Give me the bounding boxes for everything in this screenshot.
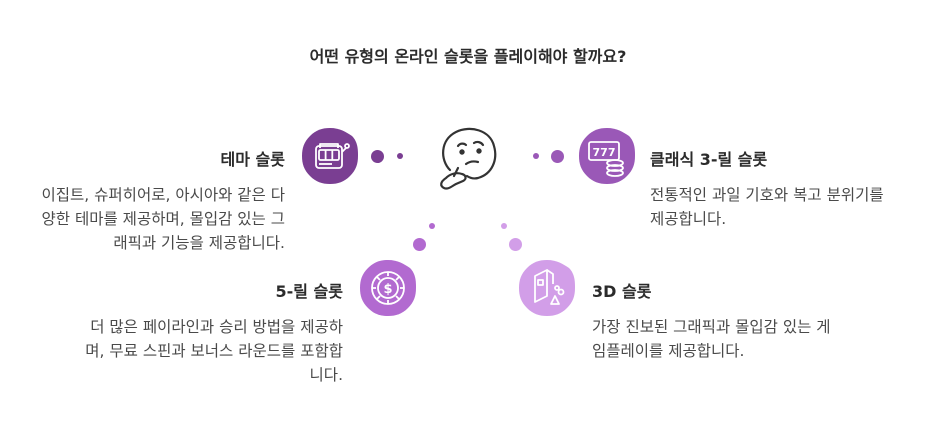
connector-dot bbox=[413, 238, 426, 251]
connector-dot bbox=[429, 223, 435, 229]
3d-blocks-icon bbox=[519, 260, 575, 316]
item-heading-3d-slots: 3D 슬롯 bbox=[592, 282, 652, 301]
svg-text:777: 777 bbox=[593, 146, 616, 159]
connector-dot bbox=[509, 238, 522, 251]
connector-dot bbox=[533, 153, 539, 159]
svg-text:$: $ bbox=[383, 282, 392, 297]
item-heading-5reel-slots: 5-릴 슬롯 bbox=[275, 282, 343, 301]
item-description-classic-slots: 전통적인 과일 기호와 복고 분위기를 제공합니다. bbox=[650, 186, 884, 228]
item-heading-theme-slots: 테마 슬롯 bbox=[220, 150, 285, 169]
item-heading-classic-slots: 클래식 3-릴 슬롯 bbox=[650, 150, 768, 169]
item-description-3d-slots: 가장 진보된 그래픽과 몰입감 있는 게임플레이를 제공합니다. bbox=[592, 318, 831, 360]
connector-dot bbox=[371, 150, 384, 163]
connector-dot bbox=[551, 150, 564, 163]
diagram-title: 어떤 유형의 온라인 슬롯을 플레이해야 할까요? bbox=[309, 47, 627, 66]
connector-dot bbox=[397, 153, 403, 159]
item-description-5reel-slots: 더 많은 페이라인과 승리 방법을 제공하며, 무료 스핀과 보너스 라운드를 … bbox=[85, 318, 343, 384]
connector-dot bbox=[501, 223, 507, 229]
item-description-theme-slots: 이집트, 슈퍼히어로, 아시아와 같은 다양한 테마를 제공하며, 몰입감 있는… bbox=[41, 186, 285, 252]
777-coins-icon: 777 bbox=[579, 128, 635, 184]
dollar-reel-icon: $ bbox=[360, 260, 416, 316]
slot-machine-icon bbox=[302, 128, 358, 184]
thinking-face-icon bbox=[440, 127, 497, 190]
